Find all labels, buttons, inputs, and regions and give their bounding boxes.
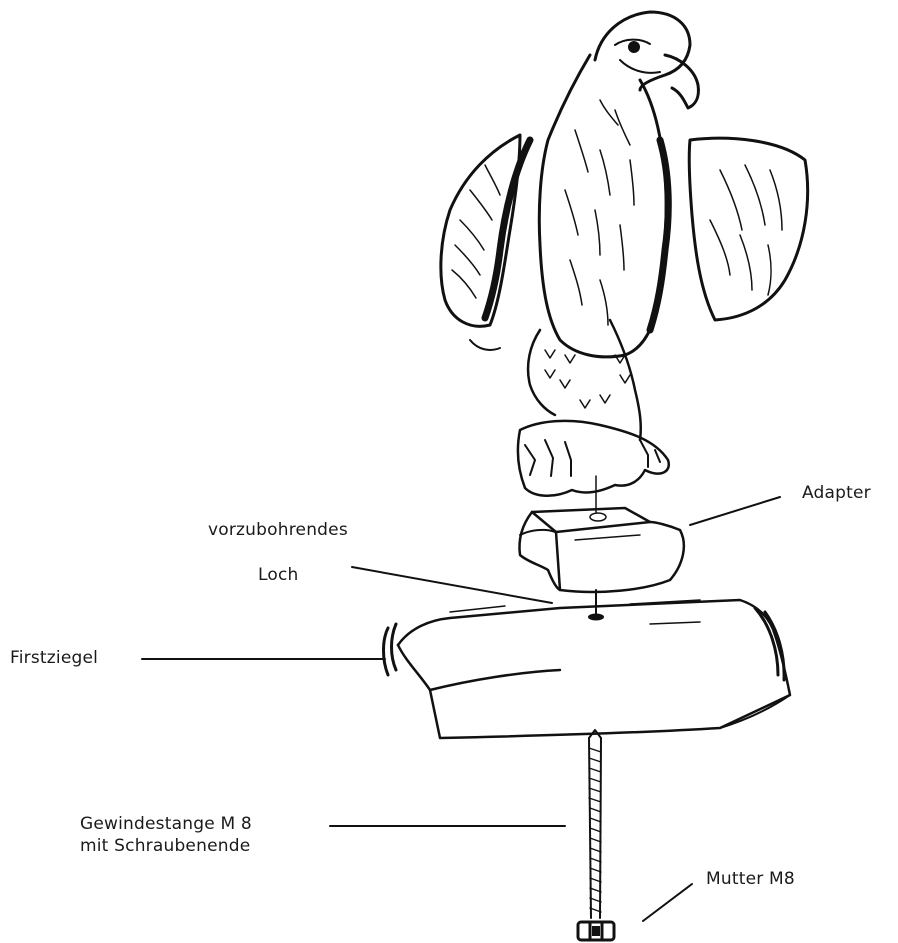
nut-leader (643, 884, 692, 921)
ridge-tile (384, 600, 791, 738)
rod-label-line1: Gewindestange M 8 (80, 814, 252, 834)
hole-label-line1: vorzubohrendes (208, 520, 348, 540)
rod-label-line2: mit Schraubenende (80, 836, 250, 856)
eagle-figure (441, 12, 808, 496)
adapter-label: Adapter (802, 483, 871, 503)
hole-leader (352, 567, 552, 603)
threaded-rod (589, 730, 601, 918)
hole-label-line2: Loch (258, 565, 299, 585)
adapter-leader (690, 497, 780, 525)
nut-label: Mutter M8 (706, 869, 795, 889)
ridge-tile-label: Firstziegel (10, 648, 98, 668)
adapter-block (520, 508, 684, 592)
nut (578, 922, 614, 940)
